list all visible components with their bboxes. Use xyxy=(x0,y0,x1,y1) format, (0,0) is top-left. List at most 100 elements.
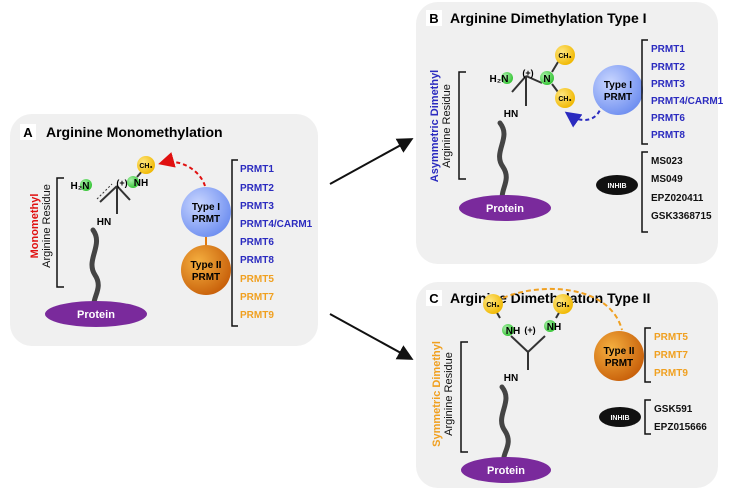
panel-a-type1-line2: PRMT xyxy=(192,214,220,225)
panel-c-inhib-bracket xyxy=(644,399,651,435)
panel-b-nitrogen-right-atom xyxy=(540,71,554,85)
panel-b-bracket xyxy=(458,71,466,180)
panel-b-inhibitor-item: GSK3368715 xyxy=(651,211,712,222)
panel-a-protein xyxy=(45,301,147,327)
panel-a: A Arginine Monomethylation Monomethyl Ar… xyxy=(10,114,318,346)
panel-b-prmt-item: PRMT2 xyxy=(651,62,685,73)
panel-c-nh-right: NH xyxy=(547,322,561,333)
panel-c-side-chain xyxy=(499,384,511,467)
panel-c-type2-prmt xyxy=(594,331,644,381)
panel-a-type2-prmt xyxy=(181,245,231,295)
panel-b-prmt-item: PRMT3 xyxy=(651,79,685,90)
panel-a-prmt-item: PRMT6 xyxy=(240,237,274,248)
panel-c-nh-left: NH xyxy=(506,326,520,337)
panel-b-inhibitor-item: MS023 xyxy=(651,156,683,167)
panel-b-inhibitor-item: MS049 xyxy=(651,174,683,185)
panel-a-methyl-atom xyxy=(137,156,155,174)
panel-b-protein xyxy=(459,195,551,221)
panel-c-side-label-colored: Symmetric Dimethyl xyxy=(431,341,443,447)
panel-b-type1-line1: Type I xyxy=(604,80,632,91)
panel-c-methyl-transfer-arc xyxy=(502,288,623,331)
panel-b-prmt-item: PRMT1 xyxy=(651,44,685,55)
panel-c-prmt-item: PRMT5 xyxy=(654,332,688,343)
panel-b-bond-methyl-top xyxy=(551,61,559,73)
panel-a-type2-line1: Type II xyxy=(191,260,222,271)
panel-a-prmt-item: PRMT7 xyxy=(240,292,274,303)
panel-b-inhibitor-list: MS023 MS049 EPZ020411 GSK3368715 xyxy=(651,156,712,222)
panel-c-prmt-list: PRMT5 PRMT7 PRMT9 xyxy=(654,332,688,379)
panel-c-inhib-label: INHIB xyxy=(610,415,629,422)
panel-c-letter-box xyxy=(426,290,442,306)
panel-c-methyl-left-atom xyxy=(483,294,503,314)
panel-a-bond-left-dashed xyxy=(96,183,113,200)
panel-a-nitrogen-left-atom xyxy=(80,179,92,191)
panel-c-prmt-item: PRMT7 xyxy=(654,350,688,361)
panel-c-letter: C xyxy=(429,291,439,306)
panel-b-inhib-bracket xyxy=(641,151,648,233)
panel-a-side-label-colored: Monomethyl xyxy=(29,194,41,259)
panel-c-side-label-black: Arginine Residue xyxy=(443,352,455,436)
panel-b-side-label-colored: Asymmetric Dimethyl xyxy=(429,70,441,183)
panel-b-bond-right xyxy=(525,75,543,84)
panel-b-prmt-item: PRMT6 xyxy=(651,113,685,124)
panel-c-ch3-right: CH₃ xyxy=(556,302,569,309)
panel-b-side-label-black: Arginine Residue xyxy=(441,84,453,168)
panel-a-background xyxy=(10,114,318,346)
panel-b-ch3-top: CH₃ xyxy=(558,53,571,60)
panel-a-bond-right xyxy=(116,185,131,201)
arrow-to-panel-c xyxy=(329,313,414,360)
panel-a-bracket xyxy=(56,177,64,288)
panel-b-side-chain xyxy=(497,120,509,207)
panel-a-letter: A xyxy=(23,125,33,140)
panel-a-prmt-bracket xyxy=(231,159,238,327)
panel-a-bond-left xyxy=(99,185,118,203)
panel-a-h2n: H₂N xyxy=(71,181,90,192)
panel-a-prmt-item: PRMT9 xyxy=(240,310,274,321)
panel-a-ch3: CH₃ xyxy=(139,163,152,170)
panel-b-inhib-label: INHIB xyxy=(607,183,626,190)
panel-a-prmt-item: PRMT4/CARM1 xyxy=(240,219,313,230)
panel-a-nh: NH xyxy=(134,178,148,189)
panel-c-nitrogen-left-atom xyxy=(502,324,514,336)
panel-c-background xyxy=(416,282,718,488)
panel-c-bracket xyxy=(460,341,468,453)
panel-c-ch3-left: CH₃ xyxy=(486,302,499,309)
panel-b-prmt-item: PRMT4/CARM1 xyxy=(651,96,724,107)
panel-b-charge: (+) xyxy=(522,68,533,78)
panel-b-letter: B xyxy=(429,11,438,26)
panel-a-prmt-item: PRMT1 xyxy=(240,164,274,175)
panel-b-prmt-bracket xyxy=(641,39,648,145)
panel-b-bond-left xyxy=(511,75,527,93)
panel-c-charge: (+) xyxy=(524,325,535,335)
panel-a-type2-line2: PRMT xyxy=(192,272,220,283)
panel-b-methyl-transfer-arrow xyxy=(564,103,603,128)
panel-c-bond-left xyxy=(510,335,529,353)
panel-b-inhib-badge xyxy=(596,175,638,195)
panel-a-prmt-item: PRMT3 xyxy=(240,201,274,212)
panel-b-prmt-item: PRMT8 xyxy=(651,130,685,141)
panel-c-type2-line1: Type II xyxy=(604,346,635,357)
panel-b-protein-label: Protein xyxy=(486,203,524,215)
panel-c: C Arginine Dimethylation Type II Symmetr… xyxy=(416,282,718,488)
panel-b-bond-methyl-bottom xyxy=(551,83,559,93)
panel-b-type1-line2: PRMT xyxy=(604,92,632,103)
panel-a-charge: (+) xyxy=(116,178,127,188)
panel-a-prmt-item: PRMT2 xyxy=(240,183,274,194)
arrow-to-panel-b xyxy=(329,138,414,185)
panel-c-protein-label: Protein xyxy=(487,465,525,477)
panel-a-title: Arginine Monomethylation xyxy=(46,124,223,140)
panel-a-protein-label: Protein xyxy=(77,309,115,321)
panel-b-hn: HN xyxy=(504,109,518,120)
panel-b: B Arginine Dimethylation Type I Asymmetr… xyxy=(416,2,724,264)
panel-a-hn: HN xyxy=(97,217,111,228)
panel-b-title: Arginine Dimethylation Type I xyxy=(450,10,647,26)
panel-a-side-label-black: Arginine Residue xyxy=(41,184,53,268)
panel-b-prmt-list: PRMT1 PRMT2 PRMT3 PRMT4/CARM1 PRMT6 PRMT… xyxy=(651,44,724,141)
panel-c-bond-right xyxy=(527,335,546,353)
panel-c-protein xyxy=(461,457,551,483)
panel-c-inhibitor-item: EPZ015666 xyxy=(654,422,707,433)
panel-b-letter-box xyxy=(426,10,442,26)
panel-c-inhibitor-item: GSK591 xyxy=(654,404,693,415)
panel-b-type1-prmt xyxy=(593,65,643,115)
